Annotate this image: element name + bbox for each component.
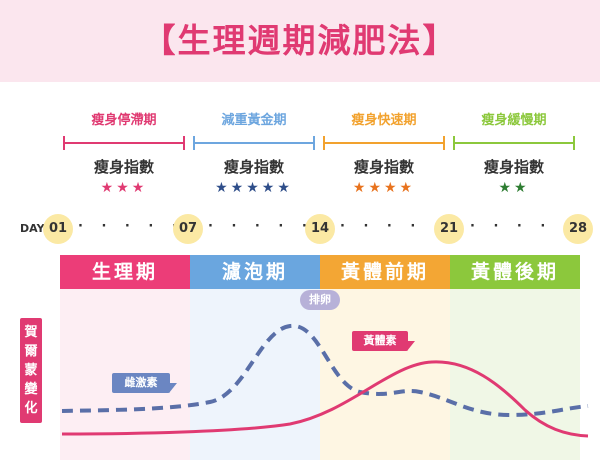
page-title: 【生理週期減肥法】 — [142, 21, 458, 60]
day-marker: 21 — [434, 214, 464, 244]
phase-name: 減重黃金期 — [221, 113, 287, 128]
estrogen-tag: 雌激素 — [112, 373, 177, 393]
timeline-dots: · · · · · · — [208, 219, 338, 234]
hormone-axis-label: 賀爾蒙變化 — [20, 318, 42, 423]
title-banner — [0, 0, 600, 82]
day-marker: 28 — [563, 214, 593, 244]
slim-index-label: 瘦身指數 — [483, 158, 544, 176]
phase-name: 瘦身快速期 — [351, 113, 417, 128]
rating-stars: ★★★ — [100, 180, 148, 196]
phase-name: 瘦身緩慢期 — [481, 113, 547, 128]
progesterone-curve — [61, 360, 589, 438]
progesterone-tag: 黃體素 — [352, 331, 415, 351]
slim-index-label: 瘦身指數 — [353, 158, 414, 176]
day-label: DAY — [20, 222, 45, 235]
day-marker: 07 — [173, 214, 203, 244]
period-header-early-luteal: 黃體前期 — [320, 255, 450, 289]
phase-range-bar — [453, 136, 575, 150]
slim-index-label: 瘦身指數 — [93, 158, 154, 176]
phase-fast: 瘦身快速期 瘦身指數 ★★★★ — [320, 112, 448, 196]
period-header-late-luteal: 黃體後期 — [450, 255, 580, 289]
slim-index-label: 瘦身指數 — [223, 158, 284, 176]
rating-stars: ★★★★ — [352, 180, 416, 196]
phase-range-bar — [323, 136, 445, 150]
phase-range-bar — [63, 136, 185, 150]
day-marker: 14 — [305, 214, 335, 244]
timeline-dots: · · · · · · — [78, 219, 208, 234]
timeline-dots: · · · · · · — [470, 219, 600, 234]
timeline-dots: · · · · · · — [340, 219, 470, 234]
period-header-follicular: 濾泡期 — [190, 255, 320, 289]
period-header-menstrual: 生理期 — [60, 255, 190, 289]
day-timeline: DAY 01 · · · · · · 07 · · · · · · 14 · ·… — [0, 214, 600, 244]
period-background-early-luteal — [320, 289, 450, 460]
phase-golden: 減重黃金期 瘦身指數 ★★★★★ — [190, 112, 318, 196]
phase-slow: 瘦身緩慢期 瘦身指數 ★★ — [450, 112, 578, 196]
ovulation-tag: 排卵 — [300, 290, 340, 310]
rating-stars: ★★ — [498, 180, 530, 196]
day-marker: 01 — [43, 214, 73, 244]
rating-stars: ★★★★★ — [215, 180, 293, 196]
phase-range-bar — [193, 136, 315, 150]
estrogen-curve — [61, 323, 589, 418]
phase-stagnant: 瘦身停滯期 瘦身指數 ★★★ — [60, 112, 188, 196]
phase-name: 瘦身停滯期 — [91, 113, 157, 128]
